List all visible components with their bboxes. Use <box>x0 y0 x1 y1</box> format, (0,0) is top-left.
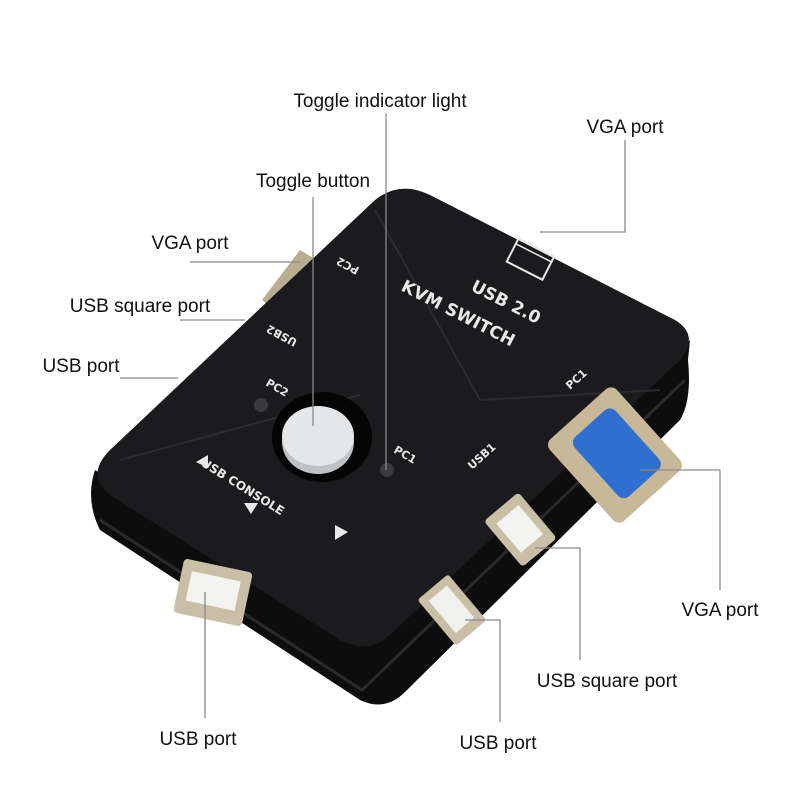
callout-vga-port-right: VGA port <box>681 600 759 621</box>
leader-lines <box>120 113 721 722</box>
usb-port-front-right <box>418 575 486 645</box>
device-top <box>97 188 689 647</box>
led-pc2 <box>254 398 268 412</box>
led-pc1 <box>380 463 394 477</box>
arrow-down-icon <box>244 503 258 514</box>
callout-vga-port-left: VGA port <box>151 233 229 254</box>
callout-vga-port-top-right: VGA port <box>586 117 664 138</box>
callout-toggle-button: Toggle button <box>256 171 370 192</box>
callout-usb-port-bottom-left: USB port <box>159 729 237 750</box>
monitor-logo-icon <box>505 237 556 282</box>
callout-usb-port-bottom-right: USB port <box>459 733 537 754</box>
top-face-bevel <box>374 209 661 402</box>
callout-usb-square-port-left: USB square port <box>70 296 211 317</box>
usb-port-front-left <box>173 559 253 626</box>
arrow-right-icon <box>335 525 348 540</box>
toggle-button[interactable] <box>282 406 354 466</box>
vga-port-front <box>548 387 682 523</box>
callout-toggle-indicator-light: Toggle indicator light <box>293 91 467 112</box>
callout-usb-port-left: USB port <box>42 356 120 377</box>
callout-usb-square-port-bottom: USB square port <box>537 671 678 692</box>
arrow-left-icon <box>196 455 208 468</box>
